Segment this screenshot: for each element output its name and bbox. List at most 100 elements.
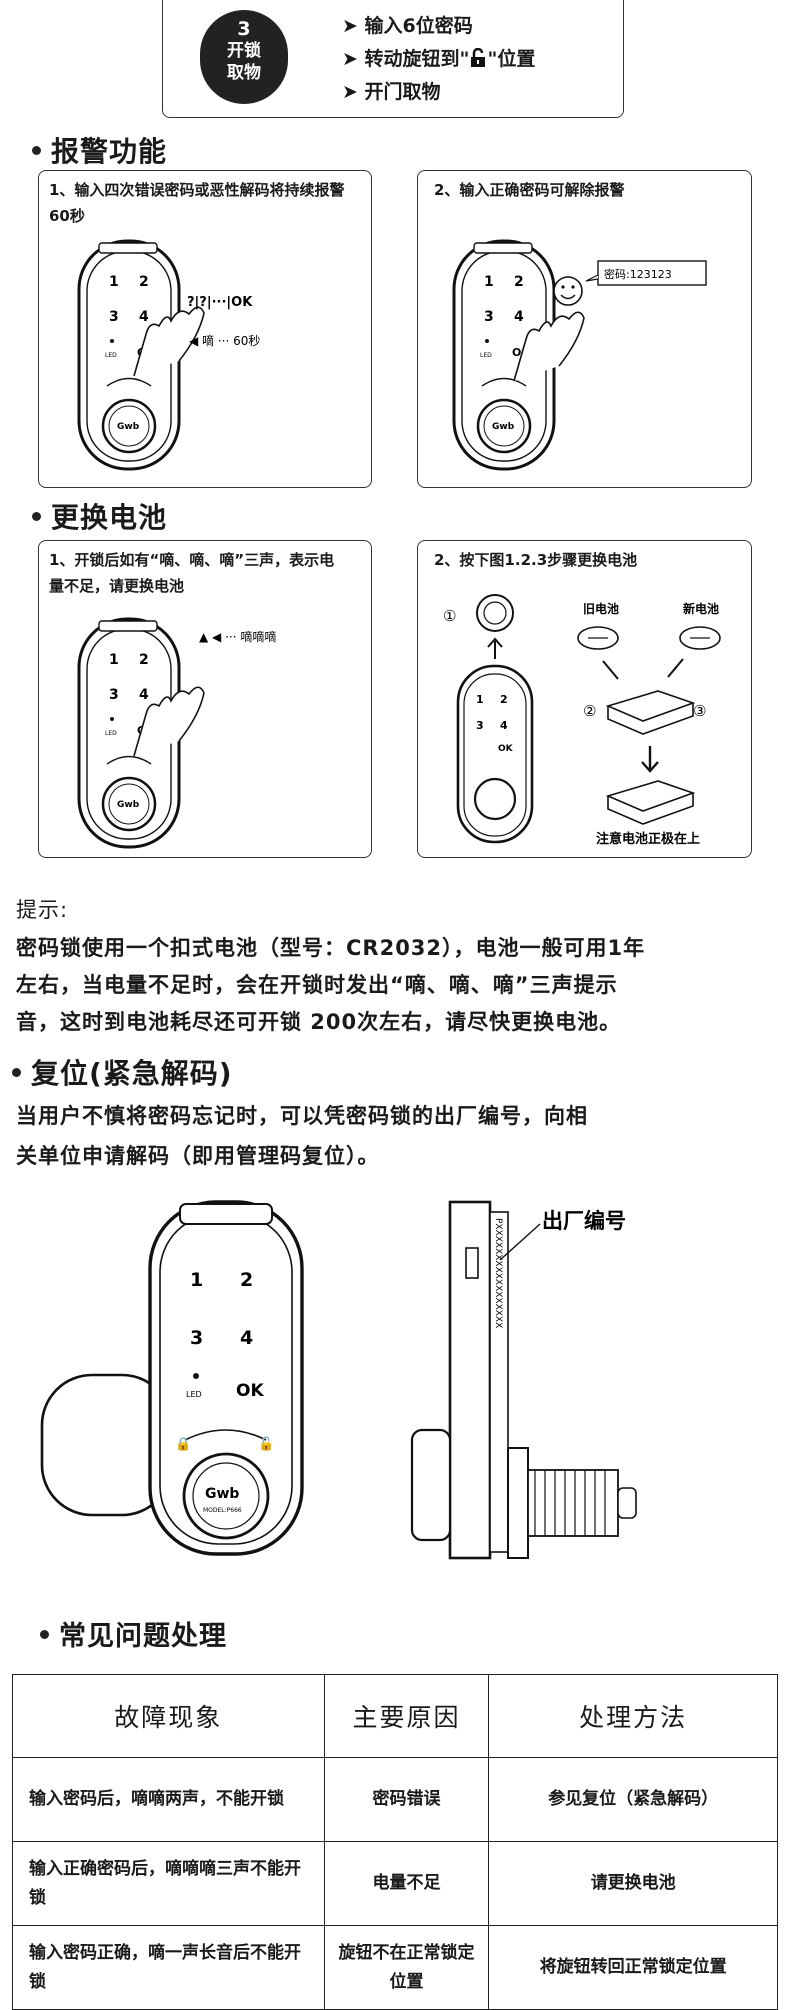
key-4: 4 [139,309,149,325]
faq-symptom: 输入正确密码后，嘀嘀嘀三声不能开锁 [12,1841,325,1926]
faq-symptom: 输入密码正确，嘀一声长音后不能开锁 [12,1925,325,2010]
battery-holder-icon [605,690,696,735]
brand-logo: Gwb [492,422,515,432]
table-row: 输入正确密码后，嘀嘀嘀三声不能开锁 电量不足 请更换电池 [12,1841,778,1926]
faq-table: 故障现象 主要原因 处理方法 输入密码后，嘀嘀两声，不能开锁 密码错误 参见复位… [12,1674,778,2010]
faq-cause: 密码错误 [323,1757,490,1842]
svg-text:OK: OK [498,744,514,754]
alarm-panel-1: 1、输入四次错误密码或恶性解码将持续报警60秒 1 2 3 4 LED OK G… [38,170,372,488]
svg-text:1: 1 [476,693,484,706]
knob-icon [476,594,514,632]
lock-device: 1 2 3 4 LED OK Gwb [77,239,181,471]
lock-front: 1 2 3 4 LED OK 🔒 🔓 Gwb MODEL:P666 [40,1200,304,1556]
key-1: 1 [190,1269,203,1291]
step-2-marker: ② [583,702,596,720]
code-display: ?|?|···|OK [187,295,253,310]
lock-illustration-2: 1 2 3 4 LED OK Gwb 密码:123123 [452,239,707,471]
faq-symptom: 输入密码后，嘀嘀两声，不能开锁 [12,1757,325,1842]
battery-panel-2: 2、按下图1.2.3步骤更换电池 1 2 3 4 OK ① 旧电池 新电池 ② … [417,540,752,858]
tips-line-2: 左右，当电量不足时，会在开锁时发出“嘀、嘀、嘀”三声提示 [16,973,618,997]
key-1: 1 [109,274,119,290]
step3-number: 3 [237,18,251,40]
faq-header-row: 故障现象 主要原因 处理方法 [12,1674,778,1758]
step-3-marker: ③ [693,702,706,720]
battery-replace-diagram: 1 2 3 4 OK ① 旧电池 新电池 ② ③ 注意电池正极在上 [443,594,721,847]
key-1: 1 [484,274,494,290]
key-ok: OK [236,1381,264,1401]
battery-panel-2-text: 2、按下图1.2.3步骤更换电池 [434,551,638,569]
finger-icon [133,306,205,377]
key-2: 2 [240,1269,253,1291]
key-2: 2 [139,652,149,668]
step3-badge: 3 开锁 取物 [200,10,288,104]
step3-item: ➤ 转动旋钮到""位置 [342,47,536,70]
faq-solution: 参见复位（紧急解码） [488,1757,778,1842]
lock-front-view: 1 2 3 4 LED OK 🔒 🔓 Gwb MODEL:P666 PXXXXX… [40,1200,637,1560]
key-2: 2 [514,274,524,290]
svg-text:4: 4 [500,719,508,732]
step-1-marker: ① [443,607,456,625]
key-3: 3 [190,1327,203,1349]
led-label: LED [105,730,117,737]
key-2: 2 [139,274,149,290]
faq-solution: 将旋钮转回正常锁定位置 [488,1925,778,2010]
lock-side: PXXXXXXXXXXXXXXXXX [410,1200,637,1560]
tips-line-1: 密码锁使用一个扣式电池（型号：CR2032），电池一般可用1年 [16,936,646,960]
faq-solution: 请更换电池 [488,1841,778,1926]
brand-logo: Gwb [117,800,140,810]
step3-box [162,0,624,118]
battery-heading: 更换电池 [32,496,167,536]
old-battery-label: 旧电池 [583,601,619,616]
key-3: 3 [484,309,494,325]
bullet-icon [32,145,41,155]
svg-text:密码:123123: 密码:123123 [604,267,672,281]
serial-number: PXXXXXXXXXXXXXXXXX [493,1218,503,1328]
arrow-icon [667,658,684,678]
faq-header-solution: 处理方法 [488,1674,778,1758]
thread [534,1470,606,1536]
bullet-icon [12,1067,21,1077]
tips-label: 提示: [16,898,69,922]
arrow-up-icon [487,637,503,659]
alarm-heading: 报警功能 [32,130,167,170]
faq-cause: 电量不足 [323,1841,490,1926]
arrow-icon [602,660,619,680]
serial-label: 出厂编号 [542,1209,626,1233]
finger-icon [513,311,585,382]
step3-item: ➤ 输入6位密码 [342,15,473,37]
faq-cause: 旋钮不在正常锁定位置 [323,1925,490,2010]
led-label: LED [186,1390,202,1399]
arrow-icon: ➤ [342,81,365,103]
reset-line-1: 当用户不慎将密码忘记时，可以凭密码锁的出厂编号，向相 [16,1104,588,1128]
lock-illustration-3: 1 2 3 4 LED OK Gwb ▲ ◀ ··· 嘀嘀嘀 [77,617,276,849]
svg-text:3: 3 [476,719,484,732]
arrow-icon: ➤ [342,48,365,70]
key-4: 4 [240,1327,253,1349]
lock-illustration: 1 2 3 4 LED OK Gwb ?|?|···|OK ◀ 嘀 ··· 60… [77,239,260,471]
brand-logo: Gwb [117,422,140,432]
faq-header-cause: 主要原因 [323,1674,490,1758]
step3-title-2: 取物 [227,63,261,83]
faq-heading: 常见问题处理 [40,1614,227,1653]
faq-header-symptom: 故障现象 [12,1674,325,1758]
key-1: 1 [109,652,119,668]
arrow-icon: ➤ [342,15,365,37]
password-bubble [597,260,707,286]
svg-text:2: 2 [500,693,508,706]
battery-panel-1-text: 1、开锁后如有“嘀、嘀、嘀”三声，表示电量不足，请更换电池 [49,551,335,595]
step3-title-1: 开锁 [227,41,261,61]
lock-device-small: 1 2 3 4 OK [456,664,534,844]
led-label: LED [105,352,117,359]
new-battery-icon [679,626,721,650]
smiley-icon [553,276,583,306]
key-4: 4 [514,309,524,325]
unlock-icon [471,47,486,67]
reset-line-2: 关单位申请解码（即用管理码复位）。 [16,1144,380,1168]
speaker-sound: ▲ ◀ ··· 嘀嘀嘀 [199,630,276,644]
battery-note: 注意电池正极在上 [596,831,700,847]
finger-icon [133,686,205,757]
model-label: MODEL:P666 [203,1507,242,1514]
key-3: 3 [109,687,119,703]
alarm-panel-1-text: 1、输入四次错误密码或恶性解码将持续报警60秒 [49,181,345,225]
alarm-panel-2: 2、输入正确密码可解除报警 1 2 3 4 LED OK Gwb 密码:1231… [417,170,752,488]
